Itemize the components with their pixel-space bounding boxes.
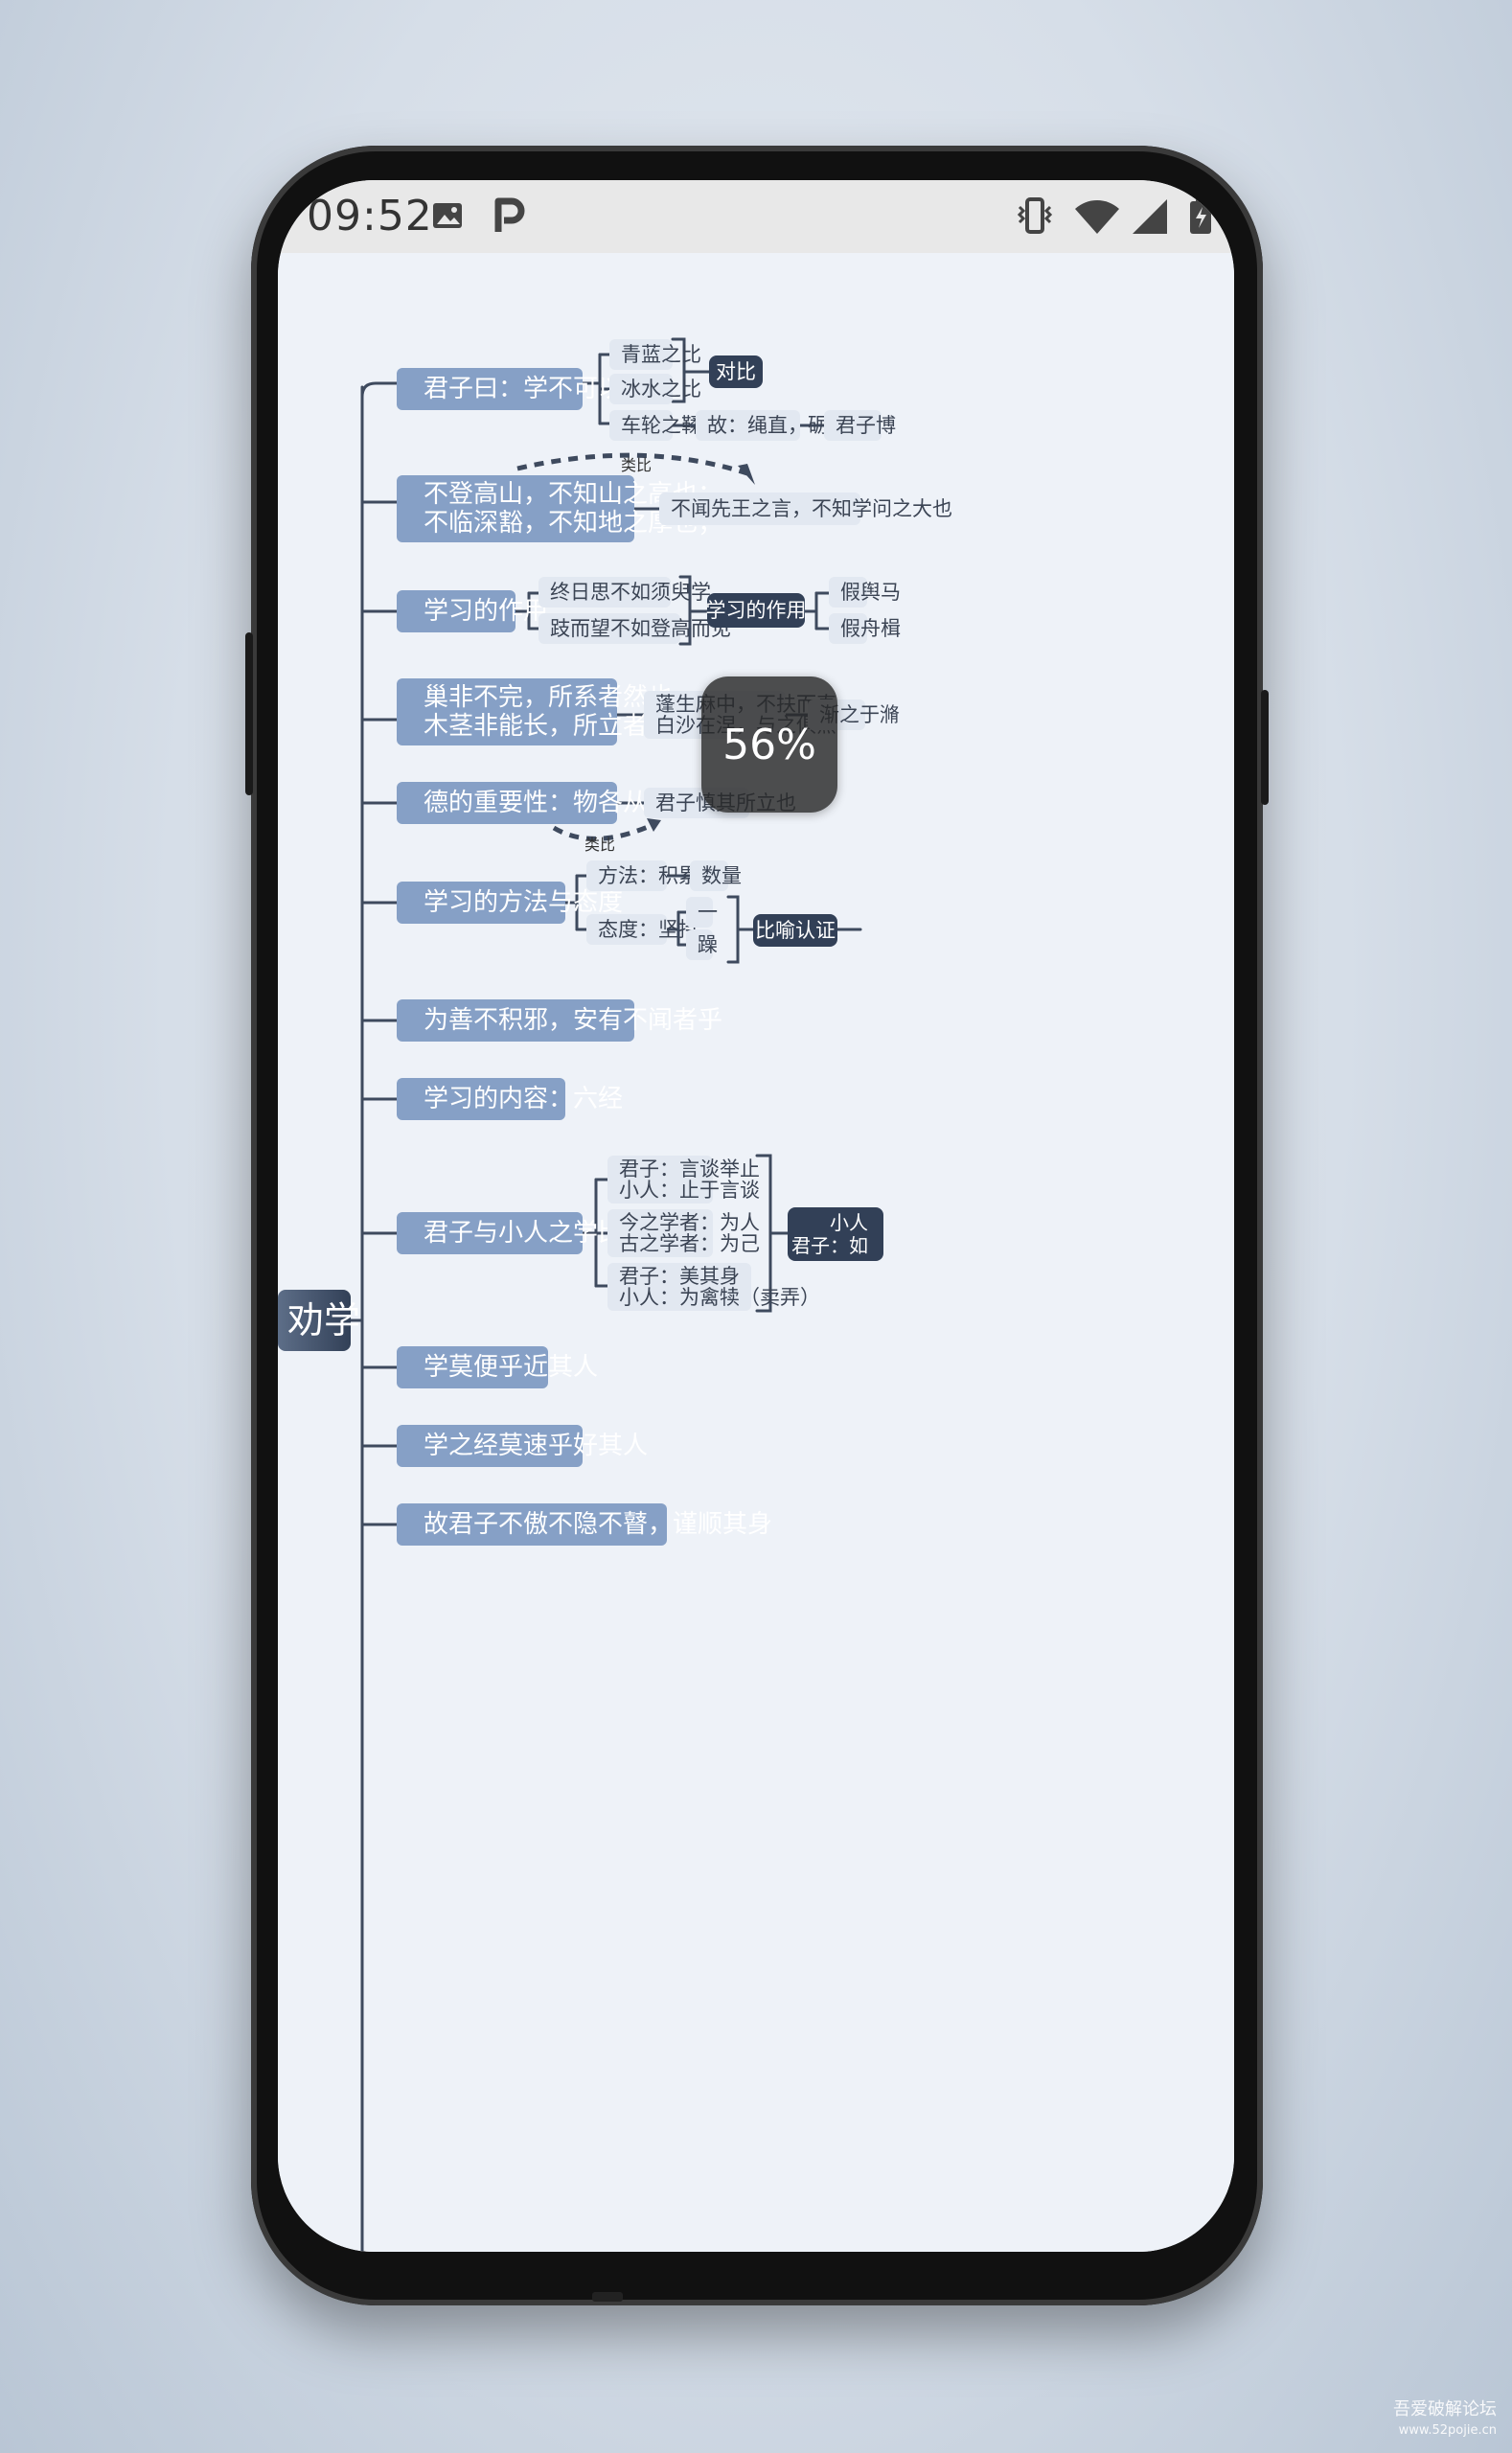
leaf-buwen[interactable]: 不闻先王之言，不知学问之大也 [659, 493, 952, 525]
leaf-cmp2[interactable]: 今之学者：为人 古之学者：为己 [607, 1209, 760, 1257]
watermark-line2: www.52pojie.cn [1398, 2423, 1497, 2438]
battery-icon [1186, 195, 1215, 240]
main-node-2[interactable]: 不登高山，不知山之高也； 不临深豁，不知地之厚也； [397, 475, 722, 542]
main-node-9[interactable]: 君子与小人之学比较 [397, 1212, 648, 1254]
leaf-qinglan[interactable]: 青蓝之比 [609, 339, 701, 370]
watermark-line1: 吾爱破解论坛 [1393, 2399, 1497, 2419]
leaf-fangfa[interactable]: 方法：积累 [586, 860, 699, 891]
root-node[interactable]: 劝学 [278, 1290, 360, 1351]
mindmap-canvas[interactable]: 劝学 君子曰：学不可以已 不登高山，不知山之高也； 不临深豁，不知地之厚也； 学… [278, 253, 1234, 2252]
signal-icon [1131, 197, 1169, 240]
leaf-gu[interactable]: 故：绳直，砺利 [696, 410, 848, 441]
leaf-cmp3-line2: 小人：为禽犊（卖弄） [619, 1286, 820, 1309]
volume-button [245, 632, 253, 795]
leaf-qiwang[interactable]: 跂而望不如登高而见 [538, 613, 731, 644]
node-biyu[interactable]: 比喻认证 [753, 914, 837, 947]
leaf-bingshui[interactable]: 冰水之比 [609, 374, 701, 404]
leaf-jia1[interactable]: 假舆马 [829, 577, 901, 608]
node-xiaoren[interactable]: 小人 君子：如 [788, 1207, 883, 1261]
leaf-cmp3[interactable]: 君子：美其身 小人：为禽犊（卖弄） [607, 1263, 820, 1311]
leaf-zhongri[interactable]: 终日思不如须臾学 [538, 577, 711, 608]
analogy-label-top: 类比 [621, 456, 653, 474]
phone-screen: 09:52 [278, 180, 1234, 2252]
vibrate-icon [1016, 195, 1054, 240]
leaf-cmp3-line1: 君子：美其身 [619, 1265, 740, 1288]
node-duibi[interactable]: 对比 [709, 355, 763, 388]
main-node-6[interactable]: 学习的方法与态度 [397, 882, 623, 924]
leaf-cmp1[interactable]: 君子：言谈举止 小人：止于言谈 [607, 1156, 760, 1204]
node-zuoyong[interactable]: 学习的作用 [706, 593, 807, 628]
main-node-5[interactable]: 德的重要性：物各从其类 [397, 782, 698, 824]
connector-lines [345, 337, 862, 2252]
speaker-grille [592, 2292, 623, 2302]
p-icon [493, 195, 525, 238]
main-node-8[interactable]: 学习的内容：六经 [397, 1078, 623, 1120]
leaf-junzi-cut[interactable]: 君子博 [824, 410, 896, 441]
main-node-12[interactable]: 故君子不傲不隐不瞽，谨顺其身 [397, 1503, 772, 1546]
zoom-indicator: 56% [701, 676, 837, 813]
main-node-1[interactable]: 君子曰：学不可以已 [397, 368, 648, 410]
main-node-10[interactable]: 学莫便乎近其人 [397, 1346, 598, 1388]
watermark: 吾爱破解论坛 www.52pojie.cn [1393, 2399, 1497, 2442]
status-bar: 09:52 [278, 180, 1234, 253]
status-time: 09:52 [307, 192, 433, 241]
main-node-3[interactable]: 学习的作用 [397, 590, 548, 632]
wifi-icon [1073, 197, 1121, 240]
leaf-cmp1-line2: 小人：止于言谈 [619, 1179, 760, 1202]
leaf-cmp2-line2: 古之学者：为己 [619, 1232, 760, 1255]
main-node-4[interactable]: 巢非不完，所系者然也 木茎非能长，所立者然也 [397, 678, 698, 745]
leaf-jia2[interactable]: 假舟楫 [829, 613, 901, 644]
main-node-11[interactable]: 学之经莫速乎好其人 [397, 1425, 648, 1467]
leaf-shuliang[interactable]: 数量 [690, 860, 742, 891]
main-node-7[interactable]: 为善不积邪，安有不闻者乎 [397, 999, 722, 1042]
node-xiaoren-line2: 君子：如 [791, 1234, 868, 1257]
leaf-zao[interactable]: 躁 [686, 929, 718, 960]
leaf-yi[interactable]: 一 [686, 897, 718, 928]
image-icon [431, 199, 464, 236]
leaf-cmp1-line1: 君子：言谈举止 [619, 1158, 760, 1181]
analogy-label-bottom: 类比 [584, 836, 616, 854]
leaf-taidu[interactable]: 态度：坚持 [586, 914, 699, 945]
leaf-cmp2-line1: 今之学者：为人 [619, 1211, 760, 1234]
power-button [1261, 690, 1269, 805]
node-xiaoren-line1: 小人 [830, 1211, 868, 1234]
leaf-chelun[interactable]: 车轮之鞣 [609, 410, 701, 441]
main-node-4-line1: 巢非不完，所系者然也 [424, 683, 674, 712]
